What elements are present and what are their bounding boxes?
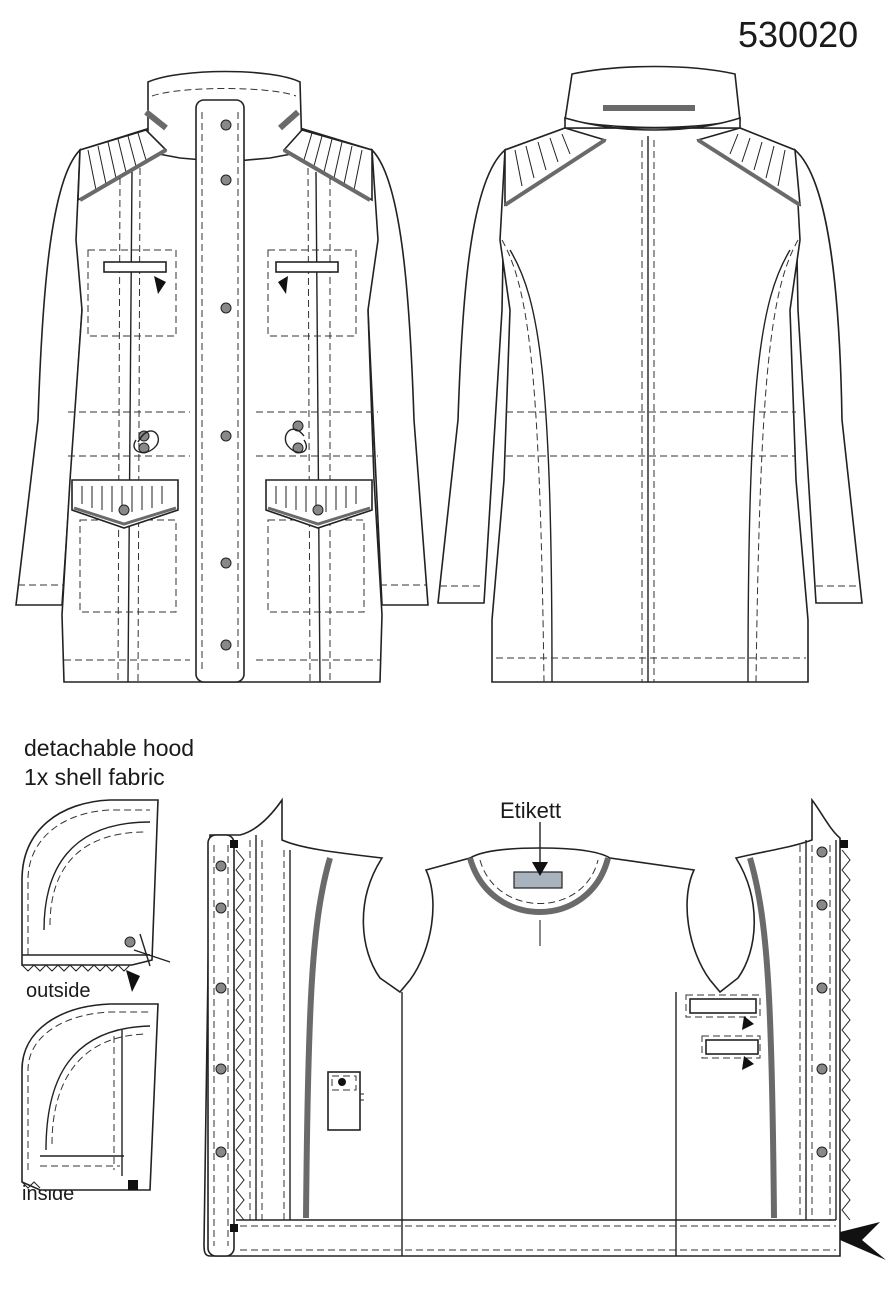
jacket-front-view — [15, 70, 429, 683]
back-collar — [564, 65, 741, 129]
right-piping — [747, 857, 777, 1219]
front-left-sleeve — [15, 148, 83, 606]
hood-outside-label: outside — [26, 980, 91, 1002]
label-tag — [513, 871, 563, 889]
jacket-back-view — [437, 65, 863, 683]
back-left-sleeve — [437, 148, 506, 604]
article-number: 530020 — [738, 14, 859, 55]
hood-outside-view — [21, 799, 171, 992]
hood-note-line-2: 1x shell fabric — [24, 764, 165, 790]
hood-inside-view — [21, 1003, 159, 1191]
inside-body — [203, 797, 841, 1257]
front-right-sleeve — [367, 148, 429, 606]
back-body — [491, 127, 809, 683]
jacket-inside-view — [203, 797, 886, 1260]
back-right-sleeve — [794, 148, 863, 604]
hood-note-line-1: detachable hood — [24, 735, 195, 761]
front-placket — [195, 99, 245, 683]
hood-note: detachable hood 1x shell fabric — [24, 734, 194, 792]
label-callout: Etikett — [500, 798, 562, 823]
left-piping — [303, 857, 333, 1219]
